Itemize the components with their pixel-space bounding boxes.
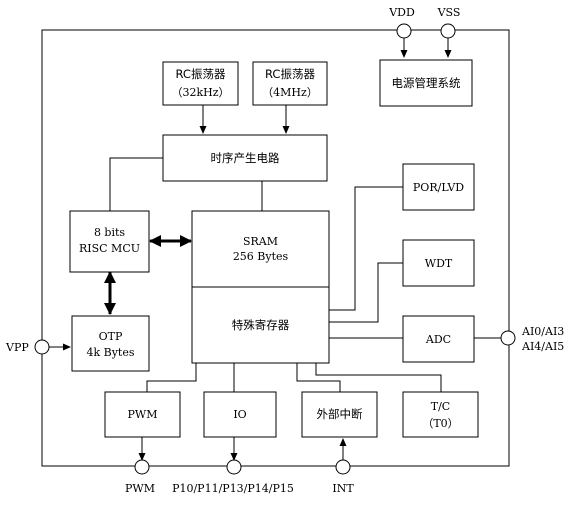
pwm-pin xyxy=(134,459,150,475)
int-pin-label: INT xyxy=(332,482,354,495)
wdt-label: WDT xyxy=(425,257,453,270)
sram-size: 256 Bytes xyxy=(233,250,289,263)
adc-label: ADC xyxy=(425,333,451,346)
block-power-management: 电源管理系统 xyxy=(379,59,473,107)
block-wdt: WDT xyxy=(402,239,475,287)
wires xyxy=(49,38,501,461)
block-special-register: 特殊寄存器 xyxy=(191,286,330,364)
special-register-label: 特殊寄存器 xyxy=(232,318,290,332)
pwm-pin-label: PWM xyxy=(125,482,155,495)
block-io: IO xyxy=(203,391,277,438)
vss-pin xyxy=(440,23,456,39)
rc-4m-freq: （4MHz） xyxy=(262,86,318,99)
vdd-pin-label: VDD xyxy=(388,6,415,19)
pwm-block-label: PWM xyxy=(128,408,158,421)
mcu-bits-label: 8 bits xyxy=(94,226,125,239)
chip-outline xyxy=(41,29,510,467)
vss-pin-label: VSS xyxy=(437,6,461,19)
io-pin-label: P10/P11/P13/P14/P15 xyxy=(172,482,294,495)
int-pin xyxy=(335,459,351,475)
block-mcu: 8 bits RISC MCU xyxy=(69,210,150,273)
ai-pin xyxy=(500,330,516,346)
timer-name: （T0） xyxy=(422,417,458,430)
rc-4m-label: RC振荡器 xyxy=(265,67,315,81)
block-clock-generator: 时序产生电路 xyxy=(162,134,328,182)
rc-32k-label: RC振荡器 xyxy=(176,67,226,81)
mcu-label: RISC MCU xyxy=(79,242,140,255)
ai-pin-label-1: AI0/AI3 xyxy=(521,325,564,338)
otp-size: 4k Bytes xyxy=(86,346,134,359)
io-block-label: IO xyxy=(233,408,246,421)
clock-generator-label: 时序产生电路 xyxy=(211,151,280,165)
power-management-label: 电源管理系统 xyxy=(392,76,461,90)
por-lvd-label: POR/LVD xyxy=(413,181,464,194)
timer-label: T/C xyxy=(431,400,450,413)
io-pin xyxy=(226,459,242,475)
block-timer: T/C （T0） xyxy=(402,391,479,438)
block-external-interrupt: 外部中断 xyxy=(301,391,378,438)
otp-label: OTP xyxy=(99,330,123,343)
block-por-lvd: POR/LVD xyxy=(402,163,475,211)
external-interrupt-label: 外部中断 xyxy=(317,407,363,421)
block-pwm: PWM xyxy=(104,391,181,438)
block-rc-4m: RC振荡器 （4MHz） xyxy=(252,61,328,106)
block-sram: SRAM 256 Bytes xyxy=(191,210,330,288)
ai-pin-label-2: AI4/AI5 xyxy=(521,340,564,353)
block-otp: OTP 4k Bytes xyxy=(71,315,150,372)
rc-32k-freq: （32kHz） xyxy=(171,86,229,99)
block-rc-32k: RC振荡器 （32kHz） xyxy=(162,61,239,106)
vdd-pin xyxy=(396,23,412,39)
block-adc: ADC xyxy=(402,315,475,363)
vpp-pin xyxy=(34,339,50,355)
vpp-pin-label: VPP xyxy=(5,341,29,354)
sram-label: SRAM xyxy=(243,235,278,248)
